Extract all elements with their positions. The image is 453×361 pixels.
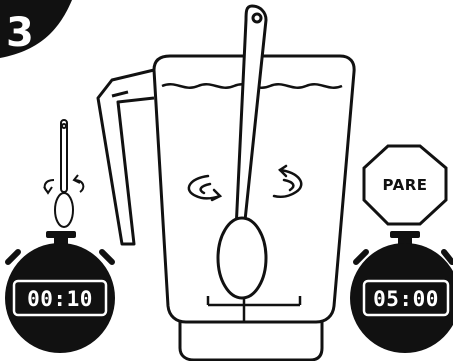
stir-arrows-icon [187,164,303,202]
blender-jar-icon [96,54,356,361]
large-spoon-icon [216,4,268,300]
small-stir-arrows-icon [43,174,85,195]
timer-left-display: 00:10 [27,287,93,311]
stopwatch-left: 00:10 [5,231,115,353]
step-number: 3 [6,10,34,56]
stopwatch-right: 05:00 [350,231,453,353]
small-spoon-icon [54,119,74,228]
step-badge: 3 [0,0,72,58]
timer-right-display: 05:00 [373,287,439,311]
stop-sign-label: PARE [382,176,427,194]
stop-sign-icon: PARE [362,144,448,226]
